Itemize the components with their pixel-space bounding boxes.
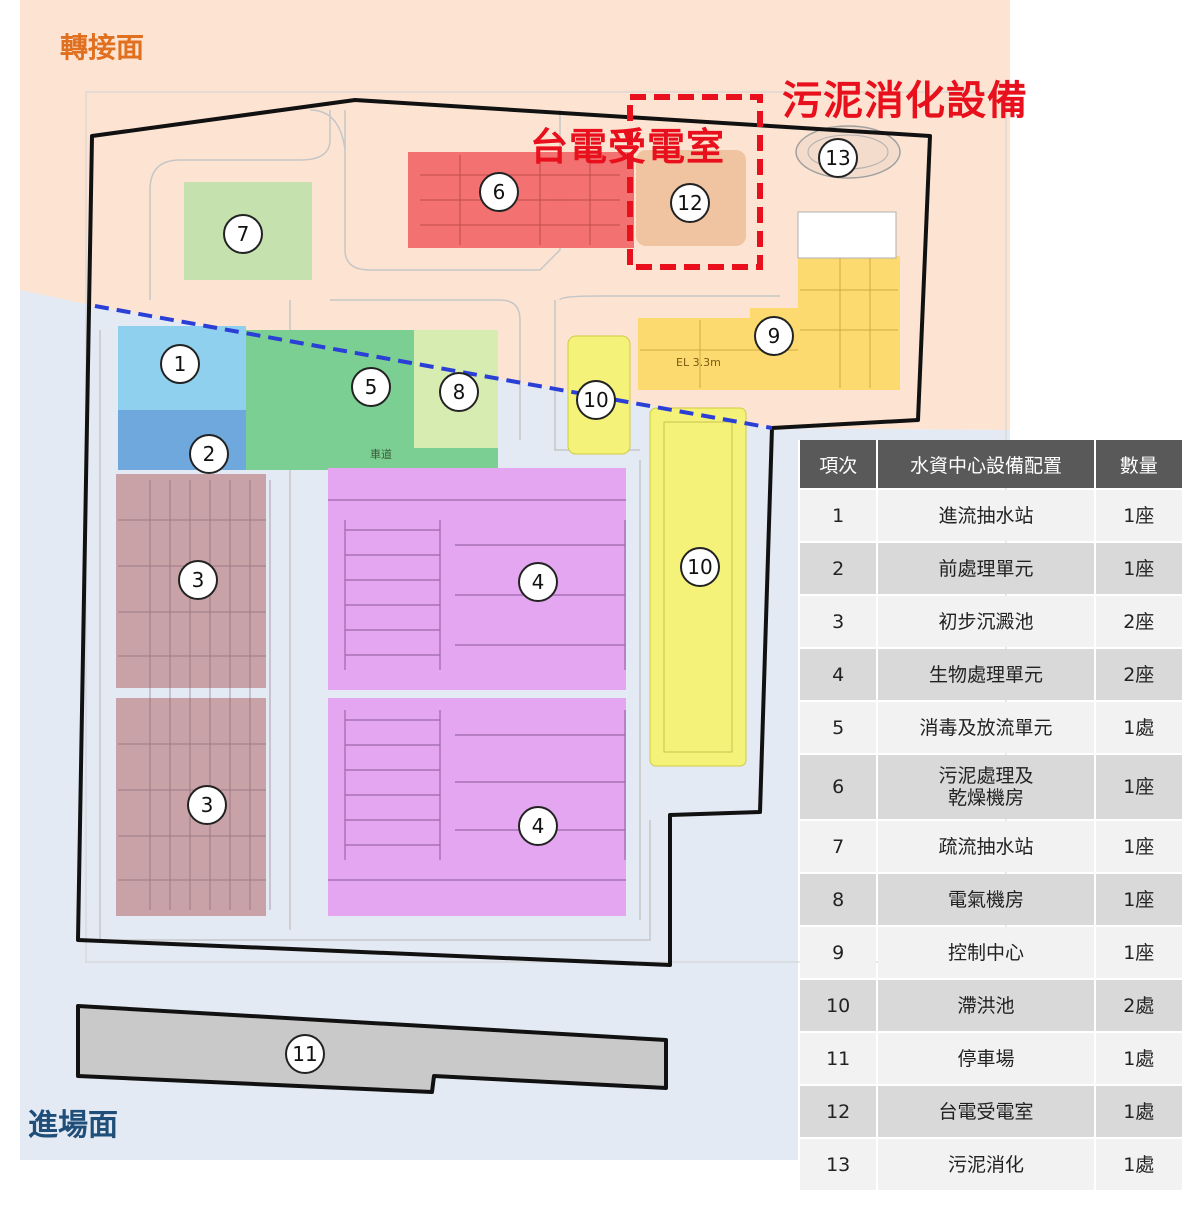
legend-qty: 1座 xyxy=(1095,821,1182,872)
legend-header-no: 項次 xyxy=(800,440,877,488)
marker-3: 3 xyxy=(187,785,227,825)
marker-6: 6 xyxy=(479,172,519,212)
legend-facility: 污泥消化 xyxy=(878,1139,1094,1190)
legend-facility: 停車場 xyxy=(878,1033,1094,1084)
legend-qty: 1處 xyxy=(1095,1139,1182,1190)
marker-7: 7 xyxy=(223,214,263,254)
legend-facility: 控制中心 xyxy=(878,927,1094,978)
legend-header-row: 項次 水資中心設備配置 數量 xyxy=(800,440,1182,488)
legend-header-facility: 水資中心設備配置 xyxy=(878,440,1094,488)
marker-11: 11 xyxy=(285,1034,325,1074)
transfer-side-label: 轉接面 xyxy=(60,31,145,64)
legend-no: 4 xyxy=(800,649,877,700)
marker-3: 3 xyxy=(178,560,218,600)
legend-qty: 1座 xyxy=(1095,490,1182,541)
legend-qty: 1座 xyxy=(1095,927,1182,978)
legend-qty: 2座 xyxy=(1095,596,1182,647)
legend-no: 3 xyxy=(800,596,877,647)
legend-facility: 台電受電室 xyxy=(878,1086,1094,1137)
legend-header-qty: 數量 xyxy=(1095,440,1182,488)
road-label: 車道 xyxy=(370,447,392,461)
entry-side-label: 進場面 xyxy=(28,1108,118,1143)
legend-no: 10 xyxy=(800,980,877,1031)
legend-facility: 前處理單元 xyxy=(878,543,1094,594)
legend-no: 13 xyxy=(800,1139,877,1190)
legend-facility: 污泥處理及 乾燥機房 xyxy=(878,755,1094,819)
legend-facility: 消毒及放流單元 xyxy=(878,702,1094,753)
marker-9: 9 xyxy=(754,316,794,356)
legend-qty: 1處 xyxy=(1095,702,1182,753)
bio-treatment-unit-2 xyxy=(328,698,626,916)
legend-facility: 生物處理單元 xyxy=(878,649,1094,700)
elevation-label: EL 3.3m xyxy=(676,356,721,369)
legend-qty: 1處 xyxy=(1095,1033,1182,1084)
legend-no: 7 xyxy=(800,821,877,872)
control-center-annex xyxy=(797,211,897,259)
legend-qty: 2座 xyxy=(1095,649,1182,700)
legend-qty: 1座 xyxy=(1095,874,1182,925)
legend-facility: 電氣機房 xyxy=(878,874,1094,925)
marker-4: 4 xyxy=(518,562,558,602)
legend-facility: 疏流抽水站 xyxy=(878,821,1094,872)
legend-no: 6 xyxy=(800,755,877,819)
detention-pond-large xyxy=(649,407,747,767)
legend-no: 9 xyxy=(800,927,877,978)
marker-12: 12 xyxy=(670,183,710,223)
legend-facility: 進流抽水站 xyxy=(878,490,1094,541)
marker-5: 5 xyxy=(351,367,391,407)
sludge-digestion-label: 污泥消化設備 xyxy=(782,78,1028,124)
legend-no: 5 xyxy=(800,702,877,753)
marker-4: 4 xyxy=(518,806,558,846)
legend-no: 8 xyxy=(800,874,877,925)
marker-10: 10 xyxy=(576,380,616,420)
marker-10: 10 xyxy=(680,547,720,587)
bio-treatment-unit-1 xyxy=(328,468,626,690)
parking-lot xyxy=(76,1004,668,1094)
power-room-highlight xyxy=(627,94,763,270)
building-linework xyxy=(420,155,620,245)
legend-no: 2 xyxy=(800,543,877,594)
marker-1: 1 xyxy=(160,344,200,384)
marker-2: 2 xyxy=(189,434,229,474)
interface-boundary-line xyxy=(94,304,773,430)
legend-no: 12 xyxy=(800,1086,877,1137)
power-room-label: 台電受電室 xyxy=(530,125,726,169)
marker-8: 8 xyxy=(439,372,479,412)
detention-pond-large-inner xyxy=(663,421,733,753)
legend-qty: 2處 xyxy=(1095,980,1182,1031)
legend-facility: 初步沉澱池 xyxy=(878,596,1094,647)
legend-qty: 1座 xyxy=(1095,543,1182,594)
legend-no: 11 xyxy=(800,1033,877,1084)
legend-no: 1 xyxy=(800,490,877,541)
legend-qty: 1座 xyxy=(1095,755,1182,819)
legend-facility: 滯洪池 xyxy=(878,980,1094,1031)
site-boundary xyxy=(76,98,932,967)
disinfection-outflow-ext xyxy=(414,448,498,470)
legend-qty: 1處 xyxy=(1095,1086,1182,1137)
marker-13: 13 xyxy=(818,138,858,178)
